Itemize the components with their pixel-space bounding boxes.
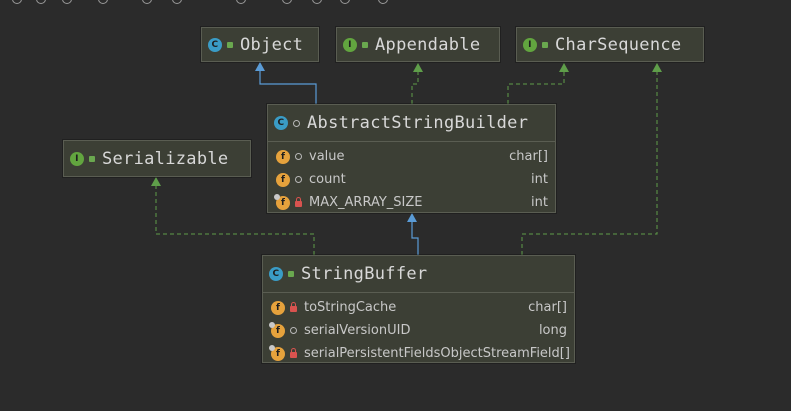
field-name: MAX_ARRAY_SIZE (309, 195, 423, 210)
package-private-icon (293, 119, 300, 127)
class-name: StringBuffer (301, 264, 428, 284)
public-icon (288, 271, 294, 277)
interface-name: Serializable (102, 148, 229, 169)
field-row[interactable]: f count int (268, 168, 555, 191)
package-private-icon (290, 327, 297, 334)
arrow-head (255, 62, 265, 71)
field-row[interactable]: f MAX_ARRAY_SIZE int (268, 191, 555, 214)
private-lock-icon (295, 196, 302, 207)
package-private-icon (295, 176, 302, 183)
interface-icon: I (523, 37, 537, 52)
class-icon: C (208, 37, 222, 52)
public-icon (362, 41, 368, 48)
interface-icon: I (70, 151, 84, 166)
field-name: value (309, 149, 345, 164)
static-field-icon: f (269, 321, 285, 338)
arrow-head (407, 213, 417, 222)
field-row[interactable]: f value char[] (268, 145, 555, 168)
arrow-head (652, 63, 662, 72)
field-type: int (531, 195, 548, 210)
public-icon (227, 41, 233, 48)
edge-asb-charsequence (507, 72, 565, 104)
class-node-abstractstringbuilder[interactable]: C AbstractStringBuilder f value char[] f… (267, 104, 556, 213)
interface-node-charsequence[interactable]: I CharSequence (516, 27, 704, 62)
arrow-head (151, 177, 161, 186)
field-name: serialVersionUID (304, 323, 411, 338)
private-lock-icon (290, 347, 297, 358)
field-icon: f (271, 300, 285, 315)
field-type: ObjectStreamField[] (440, 346, 570, 361)
field-name: serialPersistentFields (304, 346, 441, 361)
edge-asb-object (259, 70, 317, 104)
static-field-icon: f (269, 344, 285, 361)
field-type: char[] (509, 149, 548, 164)
interface-node-appendable[interactable]: I Appendable (336, 27, 500, 62)
edge-sbuf-asb (411, 221, 419, 255)
package-private-icon (295, 153, 302, 160)
field-name: toStringCache (304, 300, 397, 315)
field-row[interactable]: f serialVersionUID long (263, 319, 574, 342)
edge-sbuf-charsequence (521, 72, 658, 255)
interface-node-serializable[interactable]: I Serializable (63, 140, 251, 177)
edge-asb-appendable (411, 72, 419, 104)
arrow-head (413, 63, 423, 72)
class-name: Object (240, 34, 304, 55)
field-row[interactable]: f serialPersistentFields ObjectStreamFie… (263, 342, 574, 365)
field-type: int (531, 172, 548, 187)
abstract-class-icon: C (274, 116, 288, 130)
class-icon: C (269, 267, 283, 281)
field-row[interactable]: f toStringCache char[] (263, 296, 574, 319)
field-type: char[] (528, 300, 567, 315)
static-field-icon: f (274, 193, 290, 210)
arrow-head (559, 63, 569, 72)
class-node-stringbuffer[interactable]: C StringBuffer f toStringCache char[] f … (262, 255, 575, 363)
field-icon: f (276, 172, 290, 187)
public-icon (542, 41, 548, 48)
field-icon: f (276, 149, 290, 164)
field-name: count (309, 172, 346, 187)
field-type: long (538, 323, 567, 338)
edge-sbuf-serializable (155, 186, 315, 255)
interface-icon: I (343, 37, 357, 52)
private-lock-icon (290, 301, 297, 312)
class-name: AbstractStringBuilder (307, 113, 529, 133)
class-node-object[interactable]: C Object (201, 27, 319, 62)
toolbar-strip (0, 0, 791, 6)
interface-name: CharSequence (555, 34, 682, 55)
public-icon (89, 155, 95, 162)
interface-name: Appendable (375, 34, 481, 55)
